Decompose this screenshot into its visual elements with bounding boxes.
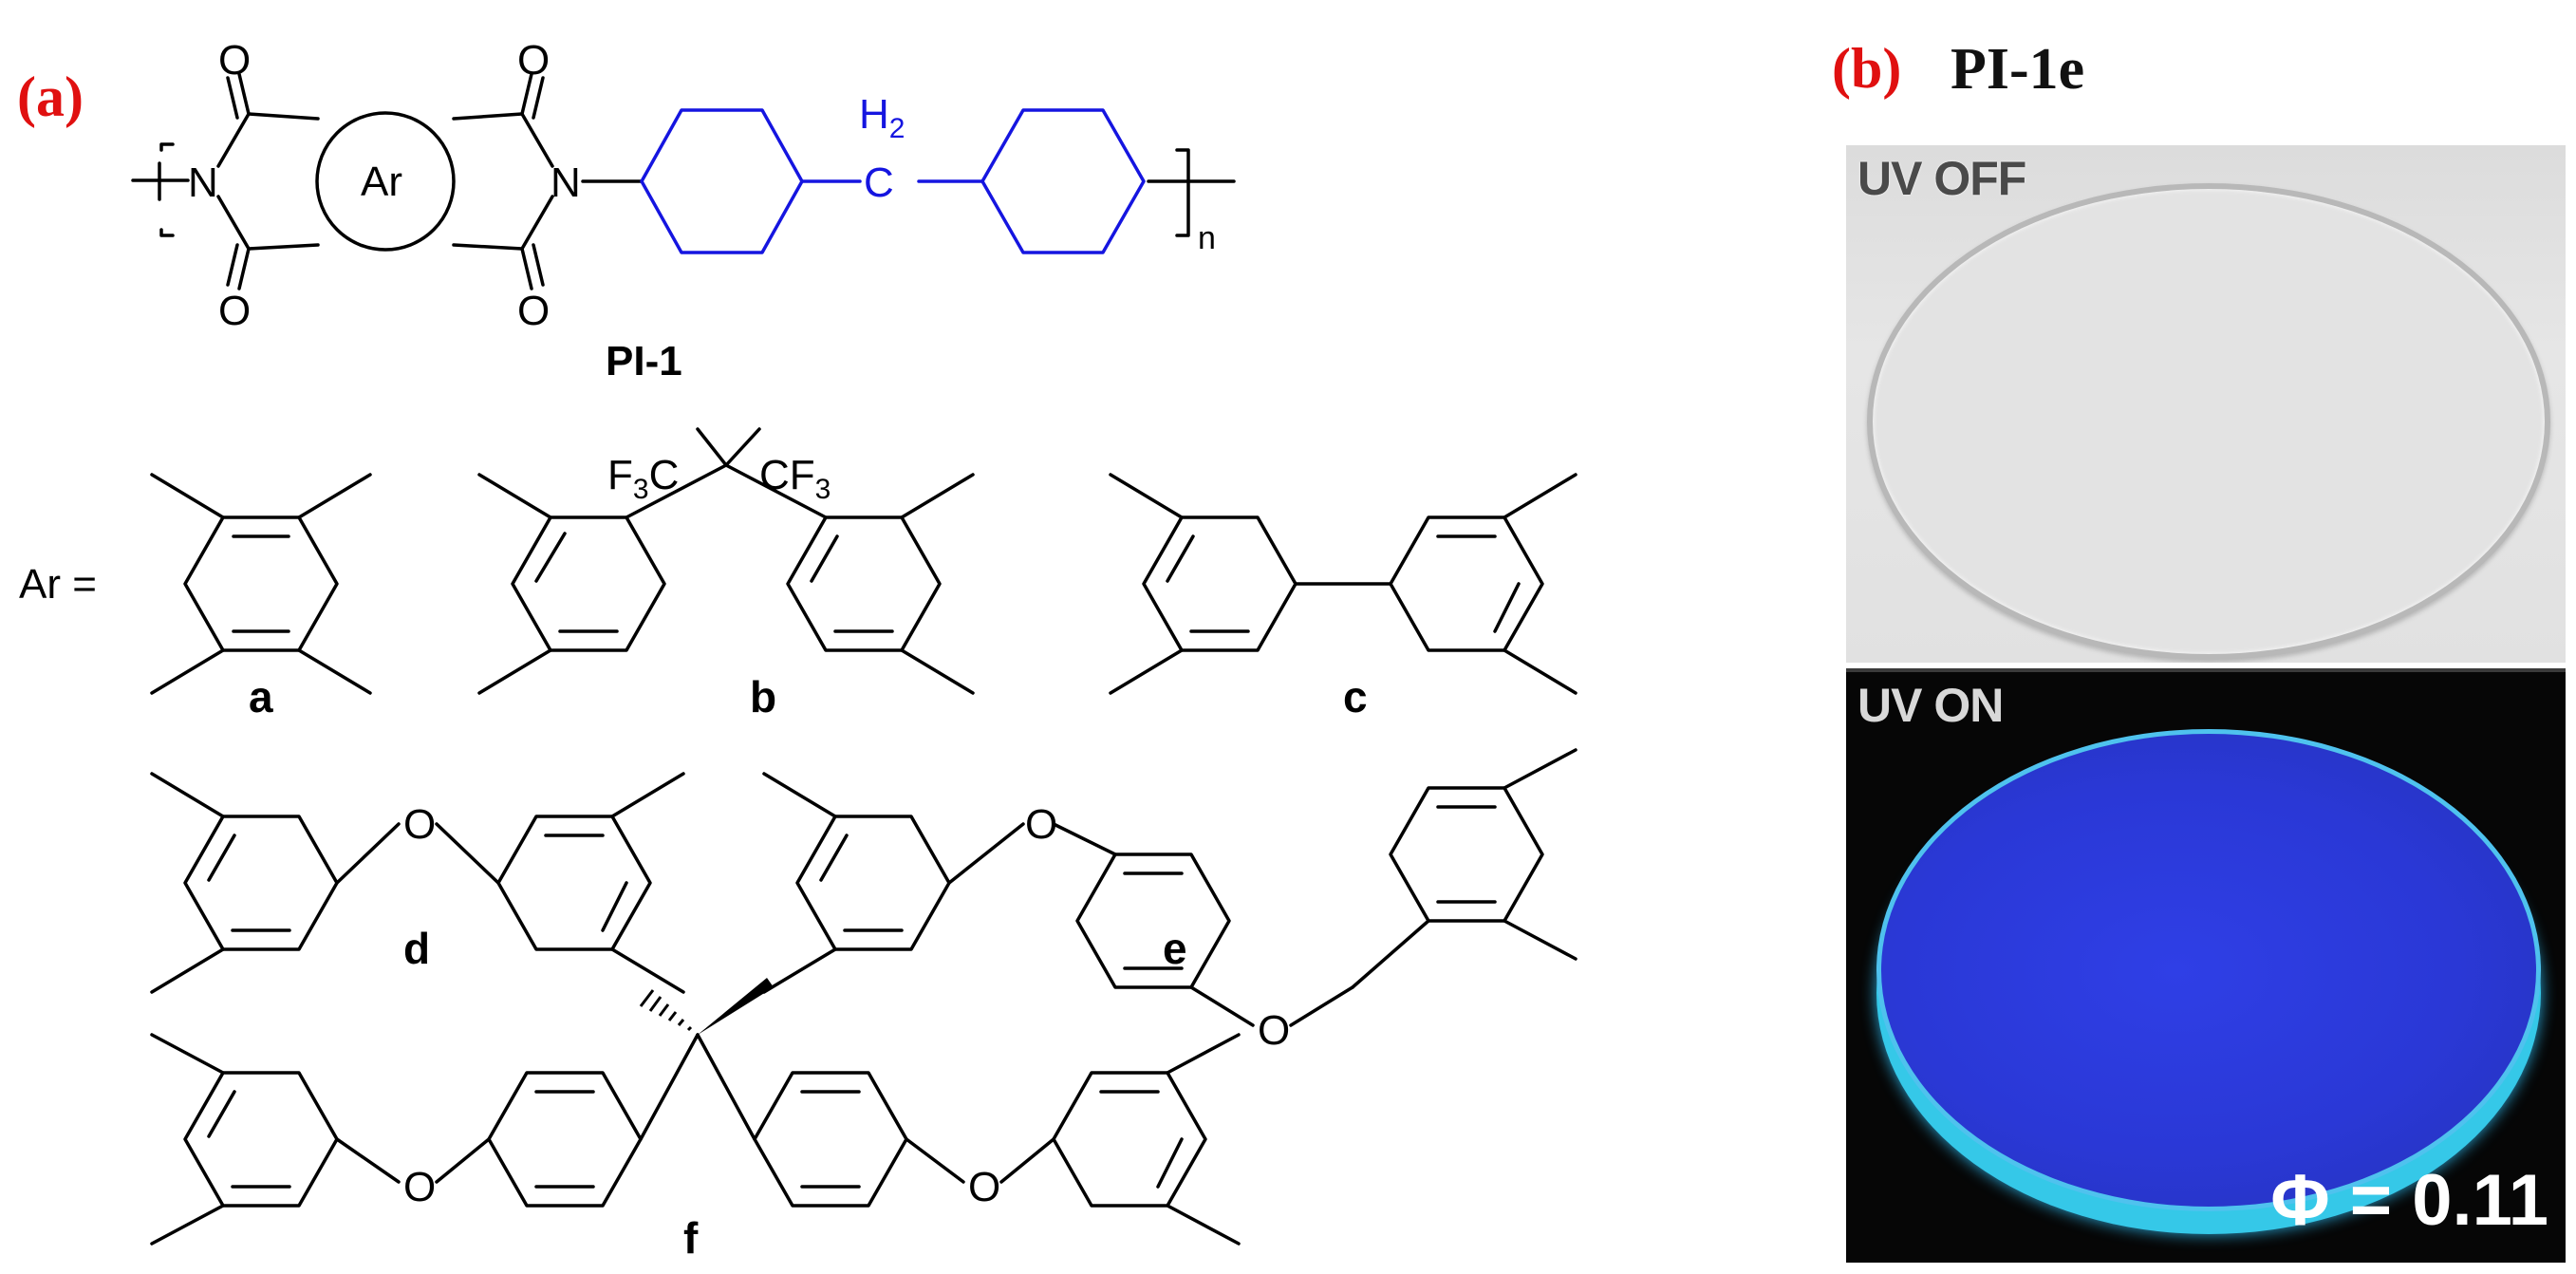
hashed-bond	[639, 989, 693, 1032]
structure-c-label: c	[1343, 672, 1368, 721]
structure-e-label: e	[1163, 924, 1187, 973]
cf3-right-label: CF3	[759, 452, 831, 505]
structure-a-label: a	[249, 672, 273, 721]
ar-core-circle	[315, 111, 456, 252]
panel-b-label: (b)	[1832, 37, 1902, 100]
pi1-ar-label: Ar	[361, 159, 402, 205]
wedge-bond	[698, 978, 774, 1035]
uv-on-label: UV ON	[1857, 679, 2004, 732]
cf3-left-label: F3C	[607, 452, 679, 505]
uv-off-label: UV OFF	[1857, 152, 2026, 205]
pi1-o-bottom-left: O	[218, 288, 251, 334]
ether-o-f1: O	[403, 1164, 436, 1210]
pi1-o-bottom-right: O	[517, 288, 550, 334]
ether-o-e2: O	[1258, 1007, 1290, 1054]
structure-b-bonds	[477, 427, 975, 695]
quantum-yield-label: Φ = 0.11	[2270, 1160, 2548, 1241]
pi1-repeat-n: n	[1198, 220, 1216, 256]
structure-f-bonds	[150, 1033, 1241, 1246]
structure-e-bonds	[762, 748, 1577, 1027]
structure-d-label: d	[403, 924, 430, 973]
pi1-o-top-right: O	[517, 37, 550, 84]
ether-o-d: O	[403, 801, 436, 848]
pi1-n-right: N	[551, 159, 581, 206]
pi1-n-left: N	[188, 159, 218, 206]
pi1-methylene-c: C	[864, 159, 894, 206]
structure-d-bonds	[150, 772, 685, 994]
ether-o-e1: O	[1025, 801, 1057, 848]
pi1-o-top-left: O	[218, 37, 251, 84]
film-disk-uv-on	[1876, 729, 2541, 1211]
ether-o-f2: O	[968, 1164, 1000, 1210]
pi1-methylene-h2: H2	[859, 91, 905, 144]
chemical-scheme: N N O O O O Ar C H2 n PI-1 Ar = F3C CF3 …	[19, 37, 1577, 1263]
panel-a-label: (a)	[17, 66, 84, 128]
structure-b-label: b	[750, 672, 776, 721]
structure-a-bonds	[150, 473, 372, 695]
panel-b-title: PI-1e	[1951, 37, 2085, 102]
pi1-backbone-bonds	[131, 72, 1236, 290]
ar-equals-label: Ar =	[19, 561, 97, 608]
film-disk-uv-off	[1867, 183, 2550, 660]
pi1-name: PI-1	[606, 338, 682, 384]
photo-uv-off: UV OFF	[1846, 145, 2566, 663]
photo-uv-on: UV ON Φ = 0.11	[1846, 668, 2566, 1263]
structure-c-bonds	[1109, 473, 1577, 695]
pi1-cyclohexyl-linker	[640, 108, 1146, 254]
structure-f-label: f	[683, 1213, 699, 1263]
